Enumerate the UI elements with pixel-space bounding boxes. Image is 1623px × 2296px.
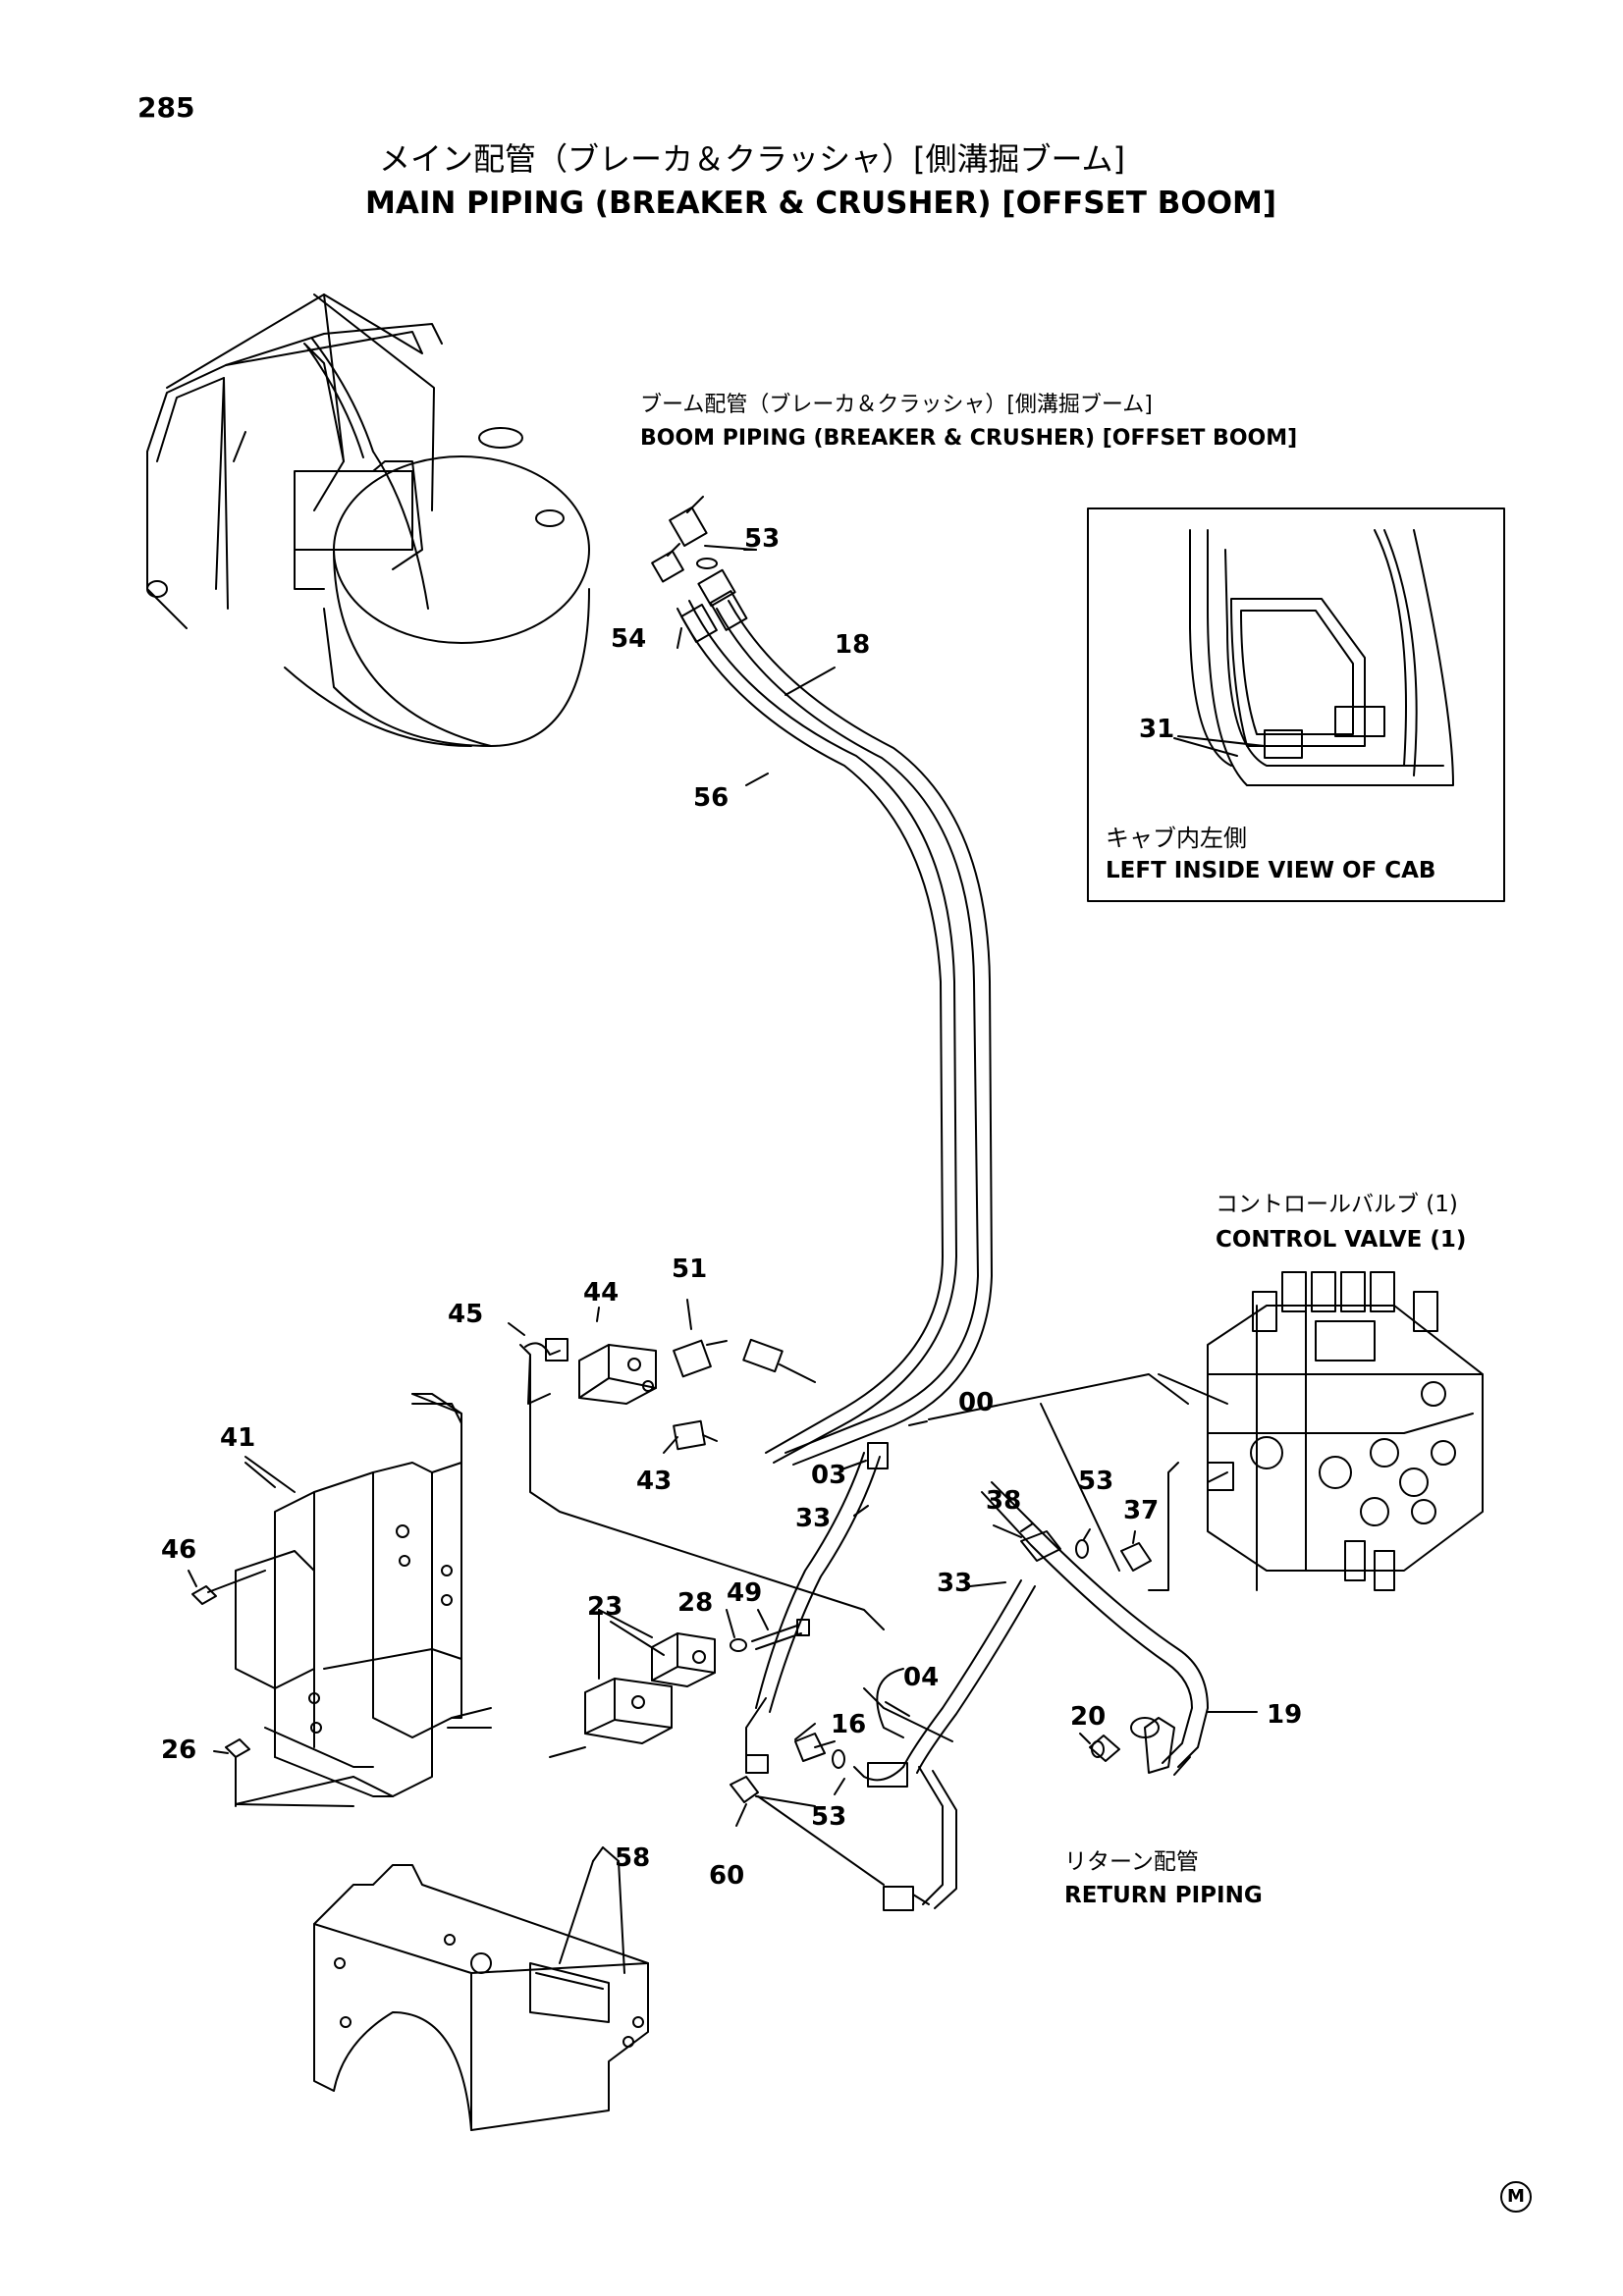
- callout-53b: 53: [1078, 1467, 1114, 1496]
- cab-view-label-japanese: キャブ内左側: [1106, 825, 1247, 852]
- return-pipe-19: [982, 1482, 1257, 1775]
- control-valve-label: CONTROL VALVE (1): [1216, 1227, 1467, 1253]
- cab-inside-view-inset: [1088, 508, 1504, 901]
- callout-60: 60: [709, 1861, 745, 1891]
- callout-03: 03: [811, 1461, 847, 1490]
- blocks-23: [550, 1610, 715, 1757]
- boom-piping-label: BOOM PIPING (BREAKER & CRUSHER) [OFFSET …: [640, 426, 1298, 451]
- callout-49: 49: [727, 1578, 763, 1608]
- callout-18: 18: [835, 630, 871, 660]
- callout-00: 00: [958, 1388, 995, 1417]
- callout-45: 45: [448, 1300, 484, 1329]
- page-number: 285: [137, 91, 195, 124]
- bracket-58: [314, 1847, 648, 2130]
- bolt-49-ring-28: [730, 1620, 809, 1651]
- control-valve-label-japanese: コントロールバルブ (1): [1216, 1192, 1458, 1217]
- callout-28: 28: [677, 1588, 714, 1618]
- corner-mark: M: [1500, 2181, 1532, 2213]
- callout-33b: 33: [937, 1569, 973, 1598]
- callout-53: 53: [744, 524, 781, 554]
- fittings-38-53-37: [994, 1525, 1151, 1571]
- callout-51: 51: [672, 1255, 708, 1284]
- callout-44: 44: [583, 1278, 620, 1308]
- callout-33: 33: [795, 1504, 832, 1533]
- fitting-20: [1080, 1734, 1119, 1761]
- page-title-japanese: メイン配管（ブレーカ＆クラッシャ）[側溝掘ブーム]: [379, 140, 1126, 178]
- callout-19: 19: [1267, 1700, 1303, 1730]
- hoses-03-33-04: [746, 1443, 1035, 1910]
- callout-20: 20: [1070, 1702, 1107, 1732]
- callout-16: 16: [831, 1710, 867, 1739]
- callout-41: 41: [220, 1423, 256, 1453]
- boom-piping-label-japanese: ブーム配管（ブレーカ＆クラッシャ）[側溝掘ブーム]: [640, 393, 1153, 417]
- callout-31: 31: [1139, 715, 1175, 744]
- callout-46: 46: [161, 1535, 197, 1565]
- cab-view-label: LEFT INSIDE VIEW OF CAB: [1106, 858, 1436, 883]
- callout-43: 43: [636, 1467, 673, 1496]
- callout-53c: 53: [811, 1802, 847, 1832]
- fittings-16-53-60: [730, 1734, 884, 1885]
- callout-54: 54: [611, 624, 647, 654]
- callout-04: 04: [903, 1663, 940, 1692]
- return-piping-label-japanese: リターン配管: [1064, 1849, 1199, 1875]
- callout-38: 38: [986, 1486, 1022, 1516]
- bracket-41: [236, 1394, 491, 1796]
- excavator-overview-illustration: [147, 294, 589, 746]
- callout-37: 37: [1123, 1496, 1160, 1525]
- callout-26: 26: [161, 1735, 197, 1765]
- block-44-assembly: [525, 1339, 884, 1629]
- callout-23: 23: [587, 1592, 623, 1622]
- hose-assembly-18-56: [677, 601, 992, 1465]
- boom-fittings-53-54: [652, 497, 756, 642]
- callout-56: 56: [693, 783, 730, 813]
- callout-58: 58: [615, 1843, 651, 1873]
- control-valve-illustration: [1149, 1272, 1483, 1590]
- bolts-46-26: [192, 1571, 353, 1806]
- page-title: MAIN PIPING (BREAKER & CRUSHER) [OFFSET …: [365, 186, 1277, 221]
- return-piping-label: RETURN PIPING: [1064, 1883, 1263, 1908]
